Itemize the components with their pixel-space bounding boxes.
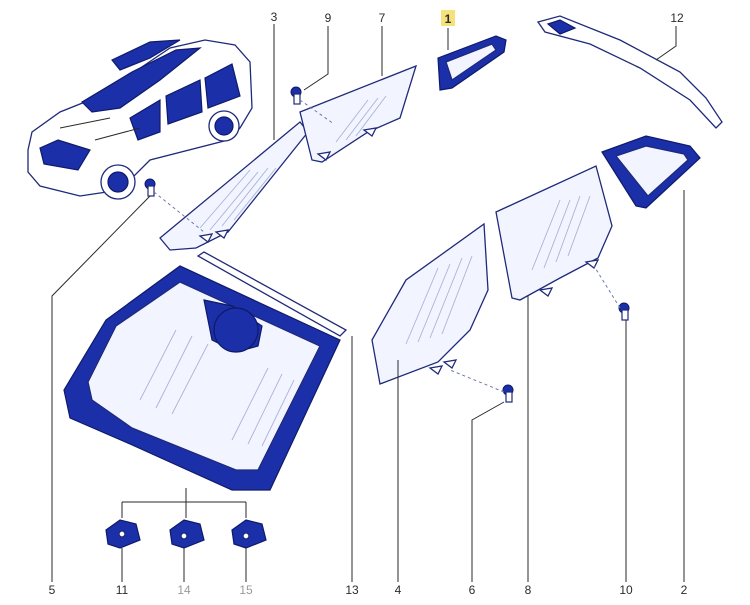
part-13-windscreen-strip xyxy=(196,251,348,337)
label-7[interactable]: 7 xyxy=(379,11,386,25)
part-8-rear-door-glass xyxy=(495,165,613,301)
leader-lines xyxy=(51,24,685,582)
label-15[interactable]: 15 xyxy=(239,583,253,597)
label-5[interactable]: 5 xyxy=(49,583,56,597)
part-14-pad xyxy=(169,519,205,549)
part-3-front-door-glass xyxy=(159,121,309,251)
label-14[interactable]: 14 xyxy=(177,583,191,597)
part-2-rear-quarter-glass xyxy=(601,135,701,209)
label-10[interactable]: 10 xyxy=(619,583,633,597)
label-6[interactable]: 6 xyxy=(469,583,476,597)
bolt-part-6 xyxy=(449,369,514,403)
bolt-part-9 xyxy=(290,86,335,125)
label-11[interactable]: 11 xyxy=(116,583,129,597)
part-7-rear-door-glass xyxy=(299,64,418,163)
part-1-quarter-glass xyxy=(437,35,507,91)
label-3[interactable]: 3 xyxy=(271,10,278,24)
part-labels: 1 3 9 7 12 5 11 14 15 13 4 6 8 10 2 xyxy=(49,10,688,597)
part-15-pad xyxy=(231,519,267,549)
pads-group xyxy=(105,488,267,549)
part-4-front-door-glass xyxy=(371,222,489,385)
label-13[interactable]: 13 xyxy=(345,583,359,597)
car-illustration xyxy=(27,39,253,200)
part-12-trim-strip xyxy=(536,15,723,129)
label-4[interactable]: 4 xyxy=(395,583,402,597)
windscreen xyxy=(63,265,341,491)
label-9[interactable]: 9 xyxy=(325,11,332,25)
label-8[interactable]: 8 xyxy=(525,583,532,597)
part-11-pad xyxy=(105,519,141,549)
label-2[interactable]: 2 xyxy=(681,583,688,597)
label-1-highlight xyxy=(441,10,455,26)
bolt-part-5 xyxy=(144,178,205,233)
label-12[interactable]: 12 xyxy=(670,11,684,25)
label-1[interactable]: 1 xyxy=(445,12,452,26)
bolt-part-10 xyxy=(593,265,630,321)
